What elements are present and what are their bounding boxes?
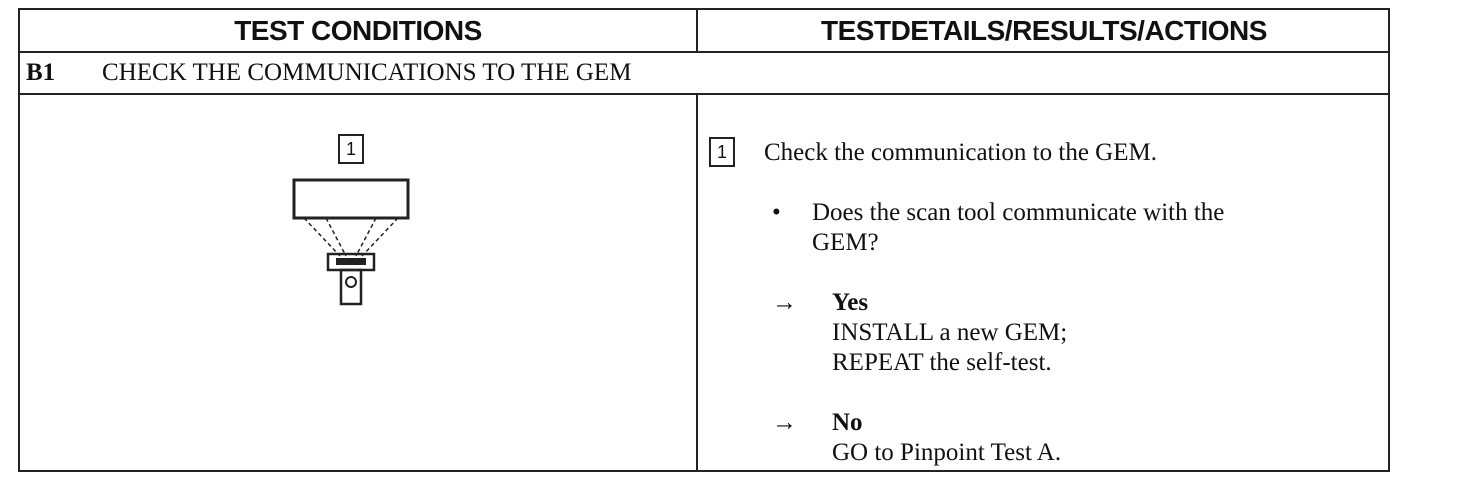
bullet-icon: • <box>772 199 781 226</box>
question-line-2: GEM? <box>812 229 879 256</box>
no-action-1: GO to Pinpoint Test A. <box>832 439 1062 466</box>
yes-label: Yes <box>832 289 869 316</box>
header-rule <box>20 51 1388 53</box>
section-title: CHECK THE COMMUNICATIONS TO THE GEM <box>102 59 632 86</box>
detail-step-number: 1 <box>709 137 735 167</box>
no-label: No <box>832 409 863 436</box>
test-details-header: TESTDETAILS/RESULTS/ACTIONS <box>821 14 1267 46</box>
condition-step-number: 1 <box>338 134 364 164</box>
header-divider <box>696 10 698 51</box>
test-conditions-header: TEST CONDITIONS <box>234 14 482 46</box>
yes-action-2: REPEAT the self-test. <box>832 349 1052 376</box>
question-line-1: Does the scan tool communicate with the <box>812 199 1225 226</box>
step-instruction: Check the communication to the GEM. <box>764 139 1157 166</box>
column-divider <box>696 95 698 470</box>
section-row: B1 CHECK THE COMMUNICATIONS TO THE GEM <box>20 53 1388 93</box>
yes-arrow-icon: → <box>772 289 797 316</box>
section-rule <box>20 93 1388 95</box>
no-arrow-icon: → <box>772 409 797 436</box>
pinpoint-test-table: TEST CONDITIONS TESTDETAILS/RESULTS/ACTI… <box>18 8 1390 472</box>
yes-action-1: INSTALL a new GEM; <box>832 319 1068 346</box>
section-code: B1 <box>26 59 56 86</box>
gem-scan-tool-diagram-icon <box>292 178 410 306</box>
